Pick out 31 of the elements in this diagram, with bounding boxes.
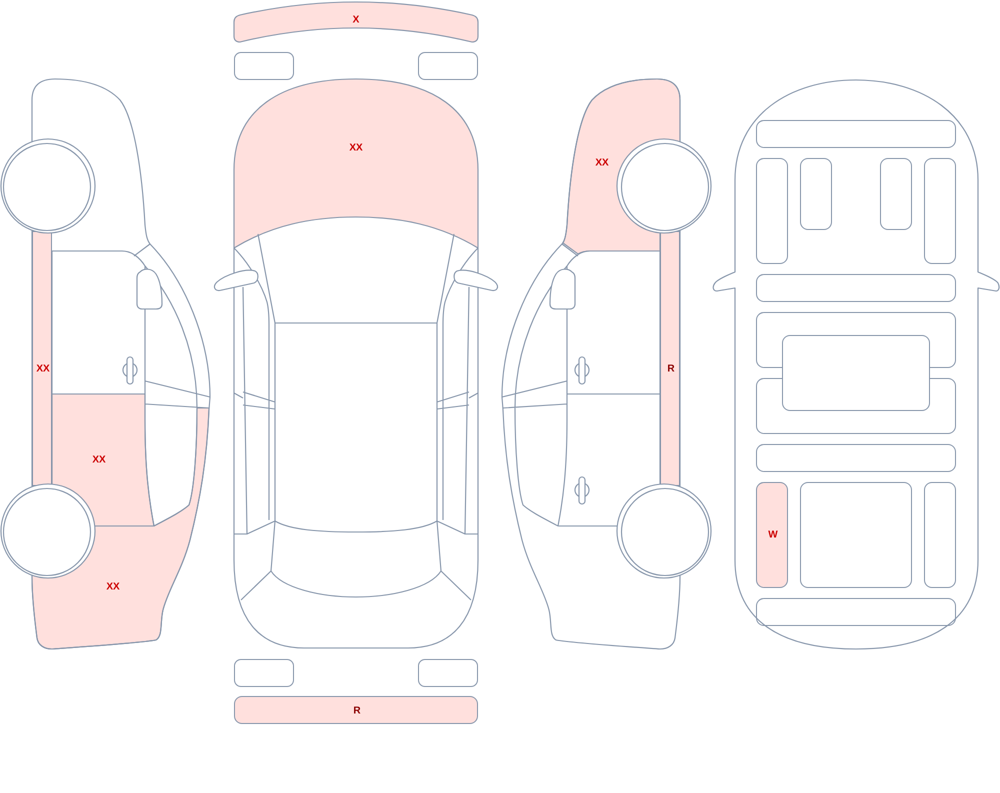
panel-box bbox=[756, 598, 956, 626]
damage-code: XX bbox=[92, 454, 106, 466]
damage-code: XX bbox=[595, 158, 609, 168]
panel-box bbox=[756, 158, 788, 264]
bumper-panel bbox=[234, 2, 478, 42]
panel-box bbox=[756, 274, 956, 302]
rocker-panel bbox=[660, 231, 680, 486]
panel-box bbox=[924, 482, 956, 588]
headlight-box bbox=[418, 52, 478, 80]
taillight-box bbox=[234, 659, 294, 687]
taillight-box bbox=[418, 659, 478, 687]
panel-box bbox=[756, 444, 956, 472]
panel-box bbox=[756, 120, 956, 148]
headlight-box bbox=[234, 52, 294, 80]
panel-box bbox=[782, 335, 930, 411]
bumper-panel bbox=[234, 696, 478, 724]
panel-box bbox=[880, 158, 912, 230]
damage-code: XX bbox=[106, 582, 120, 592]
damage-code: XX bbox=[36, 364, 50, 374]
damage-code: R bbox=[667, 364, 675, 374]
panel-box bbox=[756, 482, 788, 588]
hood-panel bbox=[234, 79, 478, 248]
damage-code: XX bbox=[349, 142, 363, 154]
panel-box bbox=[924, 158, 956, 264]
fender-panel bbox=[563, 79, 680, 254]
panel-box bbox=[800, 482, 912, 588]
damage-code: X bbox=[352, 14, 360, 26]
damage-code: W bbox=[768, 530, 778, 540]
panel-box bbox=[800, 158, 832, 230]
damage-code: R bbox=[353, 706, 361, 716]
rocker-panel bbox=[32, 231, 52, 486]
